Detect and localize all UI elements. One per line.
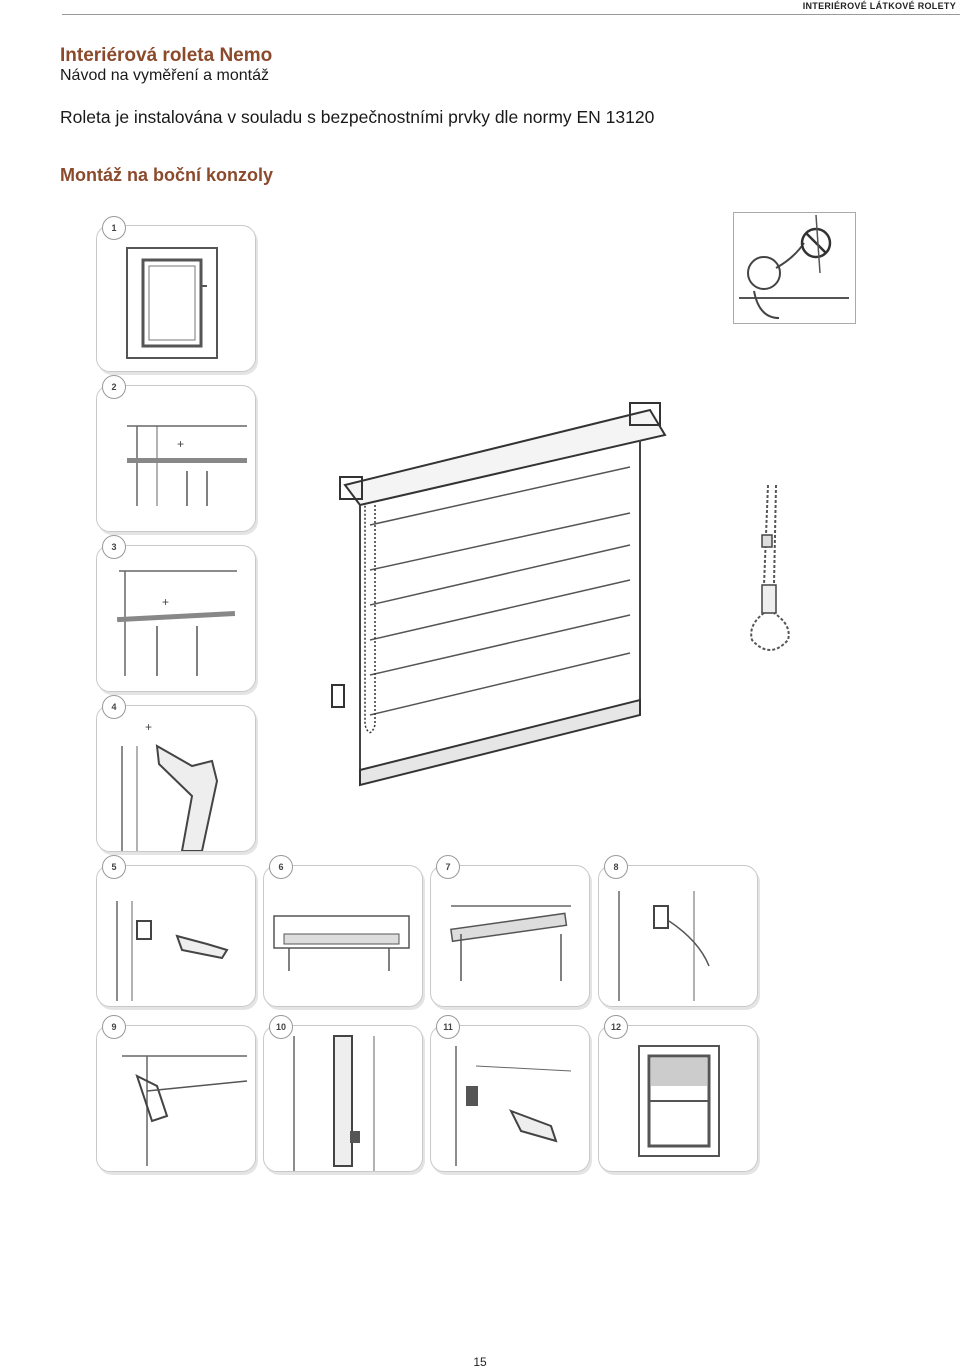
step-6-panel bbox=[263, 865, 423, 1007]
header-label: INTERIÉROVÉ LÁTKOVÉ ROLETY bbox=[802, 1, 956, 11]
svg-text:+: + bbox=[145, 720, 152, 734]
chain-tension-icon bbox=[618, 891, 710, 1001]
step-3-badge: 3 bbox=[102, 535, 126, 559]
screw-bracket-icon bbox=[116, 901, 229, 1001]
finished-window-icon bbox=[638, 1045, 720, 1157]
page-subtitle: Návod na vyměření a montáž bbox=[60, 67, 269, 84]
step-6-badge: 6 bbox=[269, 855, 293, 879]
step-9-panel bbox=[96, 1025, 256, 1172]
step-11-panel bbox=[430, 1025, 590, 1172]
step-9-badge: 9 bbox=[102, 1015, 126, 1039]
step-8-panel bbox=[598, 865, 758, 1007]
drill-icon: + bbox=[121, 720, 219, 851]
headrail-icon bbox=[273, 915, 410, 971]
step-12-panel bbox=[598, 1025, 758, 1172]
side-rail-icon bbox=[293, 1035, 375, 1171]
step-4-panel: + bbox=[96, 705, 256, 852]
bracket-attach-icon bbox=[122, 1055, 248, 1166]
step-11-badge: 11 bbox=[436, 1015, 460, 1039]
step-7-panel bbox=[430, 865, 590, 1007]
intro-text: Roleta je instalována v souladu s bezpeč… bbox=[60, 107, 655, 127]
bracket-level-icon: + bbox=[116, 570, 237, 676]
svg-text:+: + bbox=[162, 595, 169, 609]
header-rule bbox=[62, 14, 960, 15]
step-5-badge: 5 bbox=[102, 855, 126, 879]
child-safety-warning-icon bbox=[733, 212, 856, 324]
page-number: 15 bbox=[473, 1355, 487, 1369]
step-7-badge: 7 bbox=[436, 855, 460, 879]
step-2-badge: 2 bbox=[102, 375, 126, 399]
step-5-panel bbox=[96, 865, 256, 1007]
step-10-badge: 10 bbox=[269, 1015, 293, 1039]
page-title: Interiérová roleta Nemo bbox=[60, 45, 273, 66]
blind-insert-icon bbox=[450, 905, 571, 981]
window-frame-icon bbox=[126, 247, 218, 359]
step-3-panel: + bbox=[96, 545, 256, 692]
step-4-badge: 4 bbox=[102, 695, 126, 719]
step-2-panel: + bbox=[96, 385, 256, 532]
step-12-badge: 12 bbox=[604, 1015, 628, 1039]
bracket-marking-icon: + bbox=[127, 425, 247, 506]
svg-text:+: + bbox=[177, 437, 184, 451]
roller-blind-illustration bbox=[330, 395, 675, 795]
section-title: Montáž na boční konzoly bbox=[60, 165, 274, 185]
step-10-panel bbox=[263, 1025, 423, 1172]
step-1-badge: 1 bbox=[102, 216, 126, 240]
step-8-badge: 8 bbox=[604, 855, 628, 879]
chain-loop-illustration bbox=[740, 484, 800, 655]
step-1-panel bbox=[96, 225, 256, 372]
wall-anchor-icon bbox=[455, 1046, 572, 1166]
